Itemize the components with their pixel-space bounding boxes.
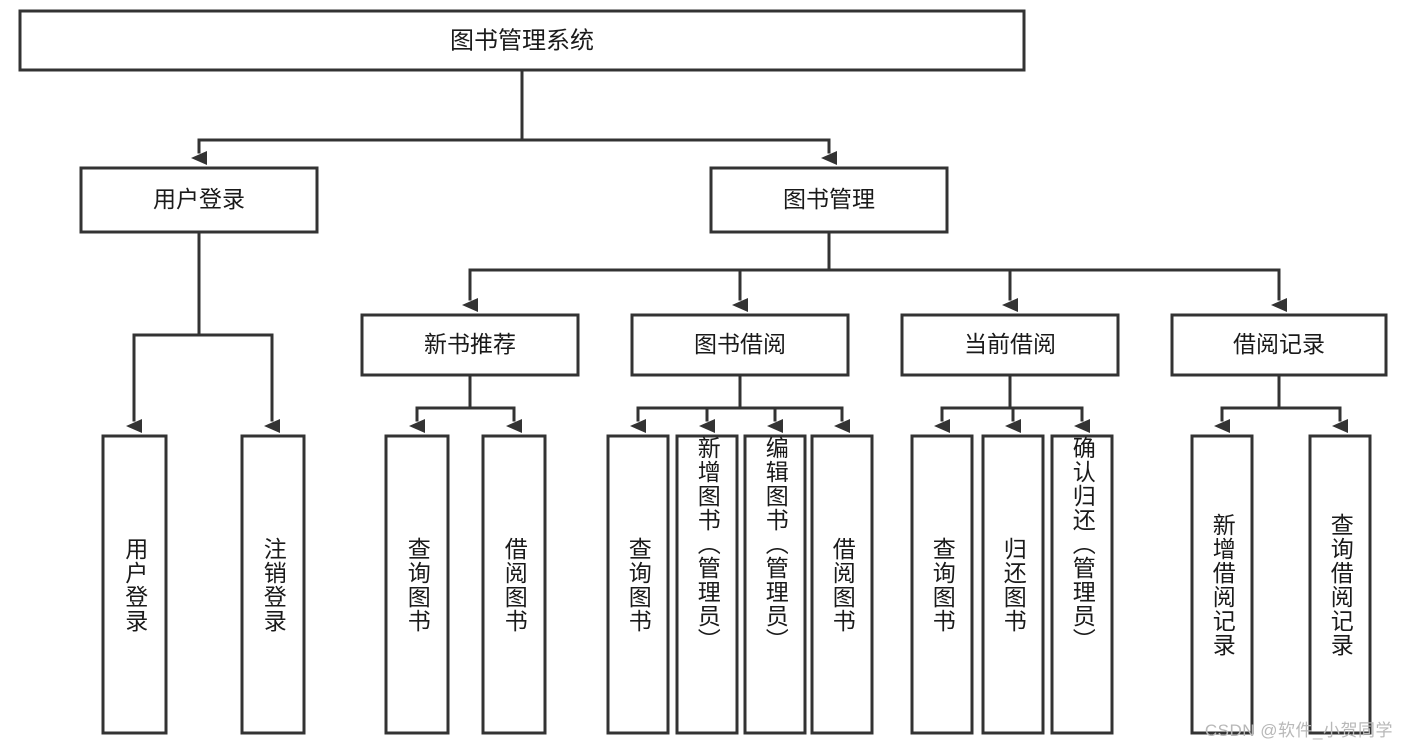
node-current-borrow-box	[900, 313, 1120, 377]
leaf-box-query-book-borrow[interactable]	[606, 434, 670, 735]
leaf-box-user-login[interactable]	[101, 434, 168, 735]
node-user-login[interactable]: 用户登录	[79, 166, 319, 234]
node-root-system-box	[18, 9, 1026, 72]
node-current-borrow-label: 当前借阅	[964, 331, 1056, 357]
node-user-login-box	[79, 166, 319, 234]
node-borrow-record-label: 借阅记录	[1233, 331, 1325, 357]
leaf-box-add-borrow-record[interactable]	[1190, 434, 1254, 735]
node-book-management-box	[709, 166, 949, 234]
node-root-system[interactable]: 图书管理系统	[18, 9, 1026, 72]
connector-group-root	[191, 68, 837, 165]
node-user-login-label: 用户登录	[153, 186, 245, 212]
leaf-box-query-book-current[interactable]	[910, 434, 974, 735]
leaf-box-group	[101, 434, 1372, 735]
leaf-box-borrow-book[interactable]	[810, 434, 874, 735]
node-current-borrow[interactable]: 当前借阅	[900, 313, 1120, 377]
leaf-box-return-book[interactable]	[981, 434, 1045, 735]
csdn-watermark: CSDN @软件_小贺同学	[1204, 721, 1393, 740]
node-new-book-recommend-box	[360, 313, 580, 377]
leaf-box-confirm-return-admin[interactable]	[1050, 434, 1114, 735]
connector-group-borrow-record	[1214, 373, 1348, 433]
node-book-management[interactable]: 图书管理	[709, 166, 949, 234]
leaf-box-edit-book-admin[interactable]	[743, 434, 807, 735]
leaf-box-query-book-rec[interactable]	[384, 434, 450, 735]
node-borrow-record[interactable]: 借阅记录	[1170, 313, 1388, 377]
node-new-book-recommend[interactable]: 新书推荐	[360, 313, 580, 377]
node-new-book-recommend-label: 新书推荐	[424, 331, 516, 357]
node-root-system-label: 图书管理系统	[450, 27, 594, 54]
connector-group-book-mgmt	[462, 230, 1287, 312]
leaf-box-query-borrow-record[interactable]	[1308, 434, 1372, 735]
node-book-borrow-label: 图书借阅	[694, 331, 786, 357]
node-book-borrow-box	[630, 313, 850, 377]
connector-group-user-login	[126, 230, 280, 433]
node-book-management-label: 图书管理	[783, 186, 875, 212]
connector-group-new-book-rec	[409, 373, 522, 433]
leaf-box-logout-login[interactable]	[240, 434, 306, 735]
node-book-borrow[interactable]: 图书借阅	[630, 313, 850, 377]
node-borrow-record-box	[1170, 313, 1388, 377]
connector-group-book-borrow	[630, 373, 850, 433]
leaf-box-borrow-book-rec[interactable]	[481, 434, 547, 735]
connector-group-current-borrow	[934, 373, 1090, 433]
leaf-box-add-book-admin[interactable]	[675, 434, 739, 735]
